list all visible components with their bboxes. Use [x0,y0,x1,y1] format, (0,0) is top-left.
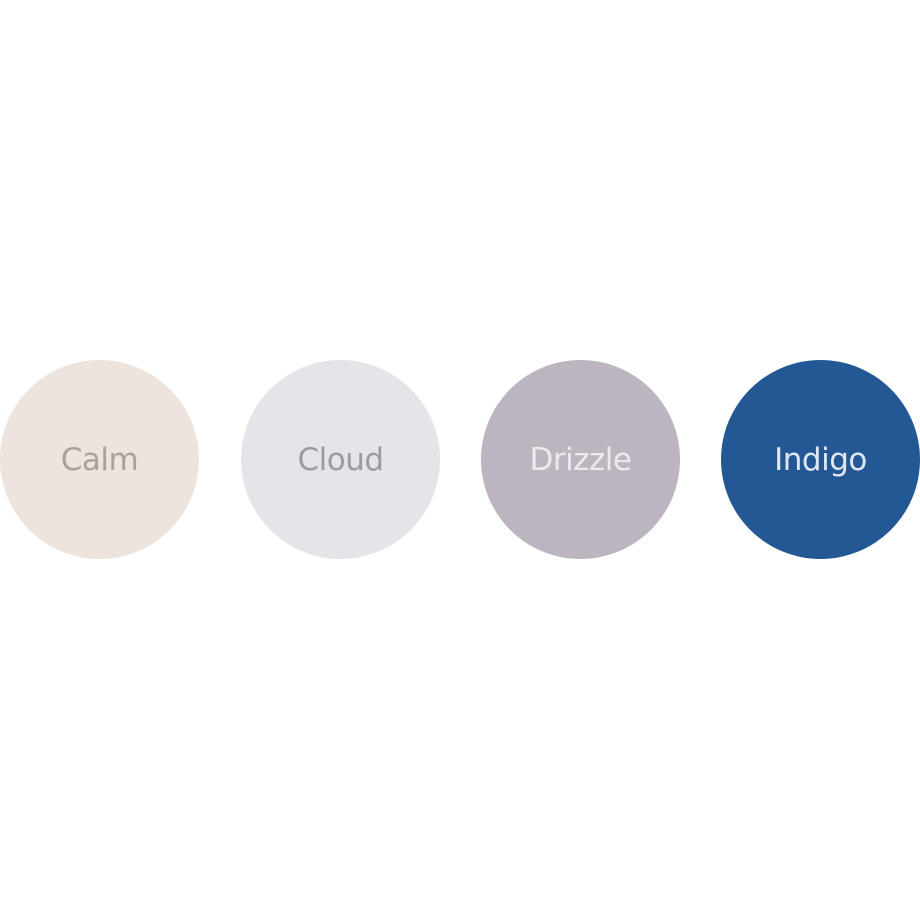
swatch-label-indigo: Indigo [774,441,867,478]
swatch-cloud: Cloud [241,360,440,559]
swatch-indigo: Indigo [721,360,920,559]
swatch-label-drizzle: Drizzle [529,441,632,478]
swatch-drizzle: Drizzle [481,360,680,559]
swatch-calm: Calm [0,360,199,559]
swatch-label-cloud: Cloud [297,441,384,478]
swatch-label-calm: Calm [60,441,139,478]
